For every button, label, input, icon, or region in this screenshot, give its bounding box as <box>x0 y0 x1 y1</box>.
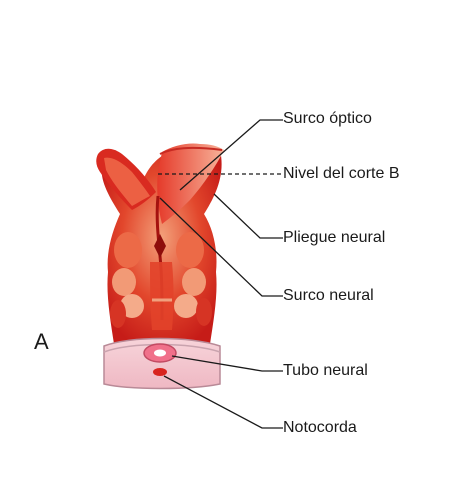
neural-plate-column <box>150 262 174 330</box>
somite-left-1 <box>114 232 142 268</box>
label-optic-groove: Surco óptico <box>283 110 372 127</box>
somite-right-1 <box>176 232 204 268</box>
somite-left-3 <box>120 294 144 318</box>
somite-right-3 <box>174 294 198 318</box>
label-neural-fold: Pliegue neural <box>283 229 386 246</box>
somite-left-4 <box>110 300 126 328</box>
somite-right-4 <box>196 298 212 326</box>
leader-neural-fold <box>213 193 283 239</box>
label-cut-level: Nivel del corte B <box>283 165 400 182</box>
notochord-shape <box>153 368 167 376</box>
label-notochord: Notocorda <box>283 419 357 436</box>
right-head-fold <box>157 143 224 224</box>
label-neural-groove: Surco neural <box>283 287 374 304</box>
groove-diamond <box>154 234 166 258</box>
right-fold-edge <box>159 146 223 155</box>
leader-neural-groove <box>159 197 283 297</box>
leader-neural-tube <box>171 355 283 372</box>
leader-lines <box>158 119 283 429</box>
somite-right-2 <box>182 268 206 296</box>
leader-notochord <box>163 375 283 429</box>
left-fold-inner <box>104 157 150 206</box>
label-neural-tube: Tubo neural <box>283 362 368 379</box>
somite-left-2 <box>112 268 136 296</box>
panel-letter: A <box>34 329 49 354</box>
neural-tube-lumen <box>154 349 166 357</box>
cross-section <box>103 337 221 390</box>
leader-optic-groove <box>179 119 283 191</box>
